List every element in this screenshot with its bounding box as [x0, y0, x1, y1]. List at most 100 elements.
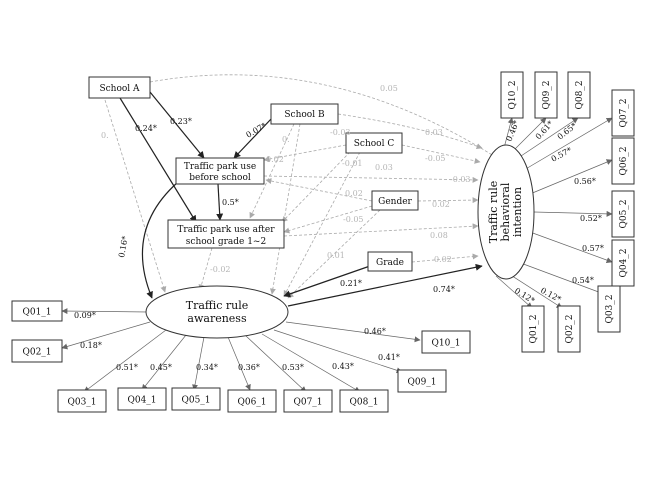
- intention-label-line3: intention: [511, 187, 524, 237]
- park-after-label-line1: Traffic park use after: [177, 225, 275, 235]
- coef-school-c-to-intention: -0.05: [425, 154, 446, 163]
- loading-path-q02-1: [61, 321, 151, 350]
- school-b-label: School B: [284, 110, 325, 120]
- indicator-box: Q06_2: [611, 137, 635, 185]
- indicator-box: Q05_2: [611, 190, 635, 238]
- nonsignificant-paths: [104, 74, 501, 299]
- loading-q02-2: 0.12*: [539, 286, 562, 304]
- node-grade: Grade: [367, 251, 413, 272]
- indicator-label: Q02_2: [565, 314, 575, 343]
- indicator-box: Q01_2: [521, 305, 545, 353]
- path-school-b-to-park-before: [233, 117, 273, 159]
- significant-coefficients: 0.24* 0.23* 0.07* 0.5* 0.16* 0.21* 0.74*: [117, 117, 455, 294]
- indicator-box: Q08_2: [567, 71, 591, 119]
- path-park-after-to-intention: [283, 223, 479, 237]
- path-school-b-to-intention: [337, 113, 483, 150]
- indicator-box: Q07_1: [283, 389, 333, 413]
- indicator-box: Q02_1: [11, 339, 63, 363]
- coef-park-after-to-awareness: -0.02: [210, 265, 231, 274]
- indicator-box: Q10_1: [421, 330, 471, 354]
- node-traffic-rule-awareness: Traffic rule awareness: [145, 285, 289, 339]
- path-park-before-to-park-after: [216, 183, 224, 221]
- coef-park-before-to-awareness: 0.16*: [117, 235, 130, 258]
- indicator-label: Q01_2: [529, 314, 539, 343]
- loading-path-q05-2: [533, 210, 613, 217]
- coef-park-before-to-intention: -0.03: [450, 175, 471, 184]
- path-awareness-to-intention: [287, 263, 483, 307]
- intention-indicators: Q10_2 Q09_2 Q08_2 Q07_2 Q06_2 Q05_2 Q04_…: [500, 71, 635, 353]
- indicator-box: Q09_2: [534, 71, 558, 119]
- indicator-box: Q04_1: [117, 387, 167, 411]
- coef-school-a-to-park-before: 0.23*: [170, 117, 192, 126]
- park-before-label-line1: Traffic park use: [184, 162, 256, 172]
- coef-gender-to-park-before: 0.02: [345, 189, 363, 198]
- loading-path-q03-2: [517, 261, 605, 295]
- loading-q10-2: 0.46*: [505, 119, 522, 143]
- node-park-after: Traffic park use after school grade 1~2: [167, 219, 285, 249]
- indicator-label: Q02_1: [22, 348, 51, 358]
- indicator-box: Q06_1: [227, 389, 277, 413]
- node-park-before: Traffic park use before school: [175, 157, 265, 185]
- coef-school-c-to-park-after: -0.01: [342, 159, 363, 168]
- park-before-label-line2: before school: [189, 173, 251, 183]
- node-school-a: School A: [88, 76, 151, 99]
- loading-path-q07-1: [245, 335, 307, 393]
- coef-park-after-to-intention: 0.08: [430, 231, 448, 240]
- indicator-label: Q03_1: [67, 398, 96, 408]
- indicator-label: Q04_2: [619, 248, 629, 277]
- indicator-label: Q06_1: [237, 398, 266, 408]
- nonsignificant-coefficients: 0.05 0. 0.03 -0.03 -0.05 0.02 0. -0.01 0…: [101, 84, 471, 274]
- gender-label: Gender: [378, 197, 412, 207]
- loading-path-q09-2: [511, 117, 547, 153]
- indicator-box: Q03_1: [57, 389, 107, 413]
- path-gender-to-intention: [417, 197, 479, 204]
- indicator-box: Q04_2: [611, 239, 635, 287]
- path-grade-to-intention: [411, 253, 479, 263]
- loading-q02-1: 0.18*: [80, 341, 102, 350]
- coef-school-a-to-awareness: 0.: [101, 131, 109, 140]
- node-school-b: School B: [270, 103, 339, 125]
- path-grade-to-awareness: [283, 265, 371, 298]
- path-school-b-to-awareness: [269, 123, 301, 295]
- path-gender-to-awareness: [287, 209, 381, 299]
- coef-gender-to-awareness: 0.01: [327, 251, 345, 260]
- loading-q05-2: 0.52*: [580, 214, 602, 223]
- loading-q06-2: 0.56*: [574, 177, 596, 186]
- loading-path-q08-1: [261, 333, 361, 393]
- indicator-label: Q08_2: [575, 80, 585, 109]
- indicator-label: Q03_2: [605, 294, 615, 323]
- loading-path-q09-1: [273, 329, 403, 374]
- indicator-label: Q01_1: [22, 308, 51, 318]
- loading-path-q03-1: [83, 329, 167, 393]
- coef-school-c-to-awareness: 0.03: [375, 163, 393, 172]
- indicator-label: Q06_2: [619, 146, 629, 175]
- significant-paths: [119, 91, 483, 307]
- loading-q09-2: 0.61*: [534, 119, 555, 141]
- awareness-loading-paths: [61, 308, 421, 393]
- loading-q01-1: 0.09*: [74, 311, 96, 320]
- path-gender-to-park-after: [283, 205, 373, 234]
- school-c-label: School C: [354, 139, 395, 149]
- path-school-b-to-park-after: [249, 123, 295, 219]
- loading-path-q06-2: [529, 159, 613, 195]
- path-school-c-to-intention: [401, 144, 481, 164]
- loading-path-q10-2: [503, 117, 514, 149]
- park-after-label-line2: school grade 1~2: [186, 237, 266, 247]
- indicator-box: Q08_1: [339, 389, 389, 413]
- loading-q07-1: 0.53*: [282, 363, 304, 372]
- indicator-box: Q10_2: [500, 71, 524, 119]
- indicator-box: Q05_1: [171, 387, 221, 411]
- indicator-label: Q10_2: [508, 80, 518, 109]
- coef-park-before-to-park-after: 0.5*: [222, 198, 239, 207]
- loading-q08-2: 0.65*: [556, 121, 579, 142]
- coef-school-a-to-intention: 0.05: [380, 84, 398, 93]
- loading-path-q02-2: [505, 271, 563, 309]
- loading-path-q04-1: [141, 334, 187, 391]
- coef-grade-to-awareness: 0.21*: [340, 279, 362, 288]
- node-traffic-rule-behavioral-intention: Traffic rule behavioral intention: [477, 144, 535, 280]
- coef-grade-to-intention: 0.02: [434, 255, 452, 264]
- loading-q08-1: 0.43*: [332, 362, 354, 371]
- coef-gender-to-park-after: -0.05: [343, 215, 364, 224]
- coef-school-b-to-intention: 0.03: [425, 128, 443, 137]
